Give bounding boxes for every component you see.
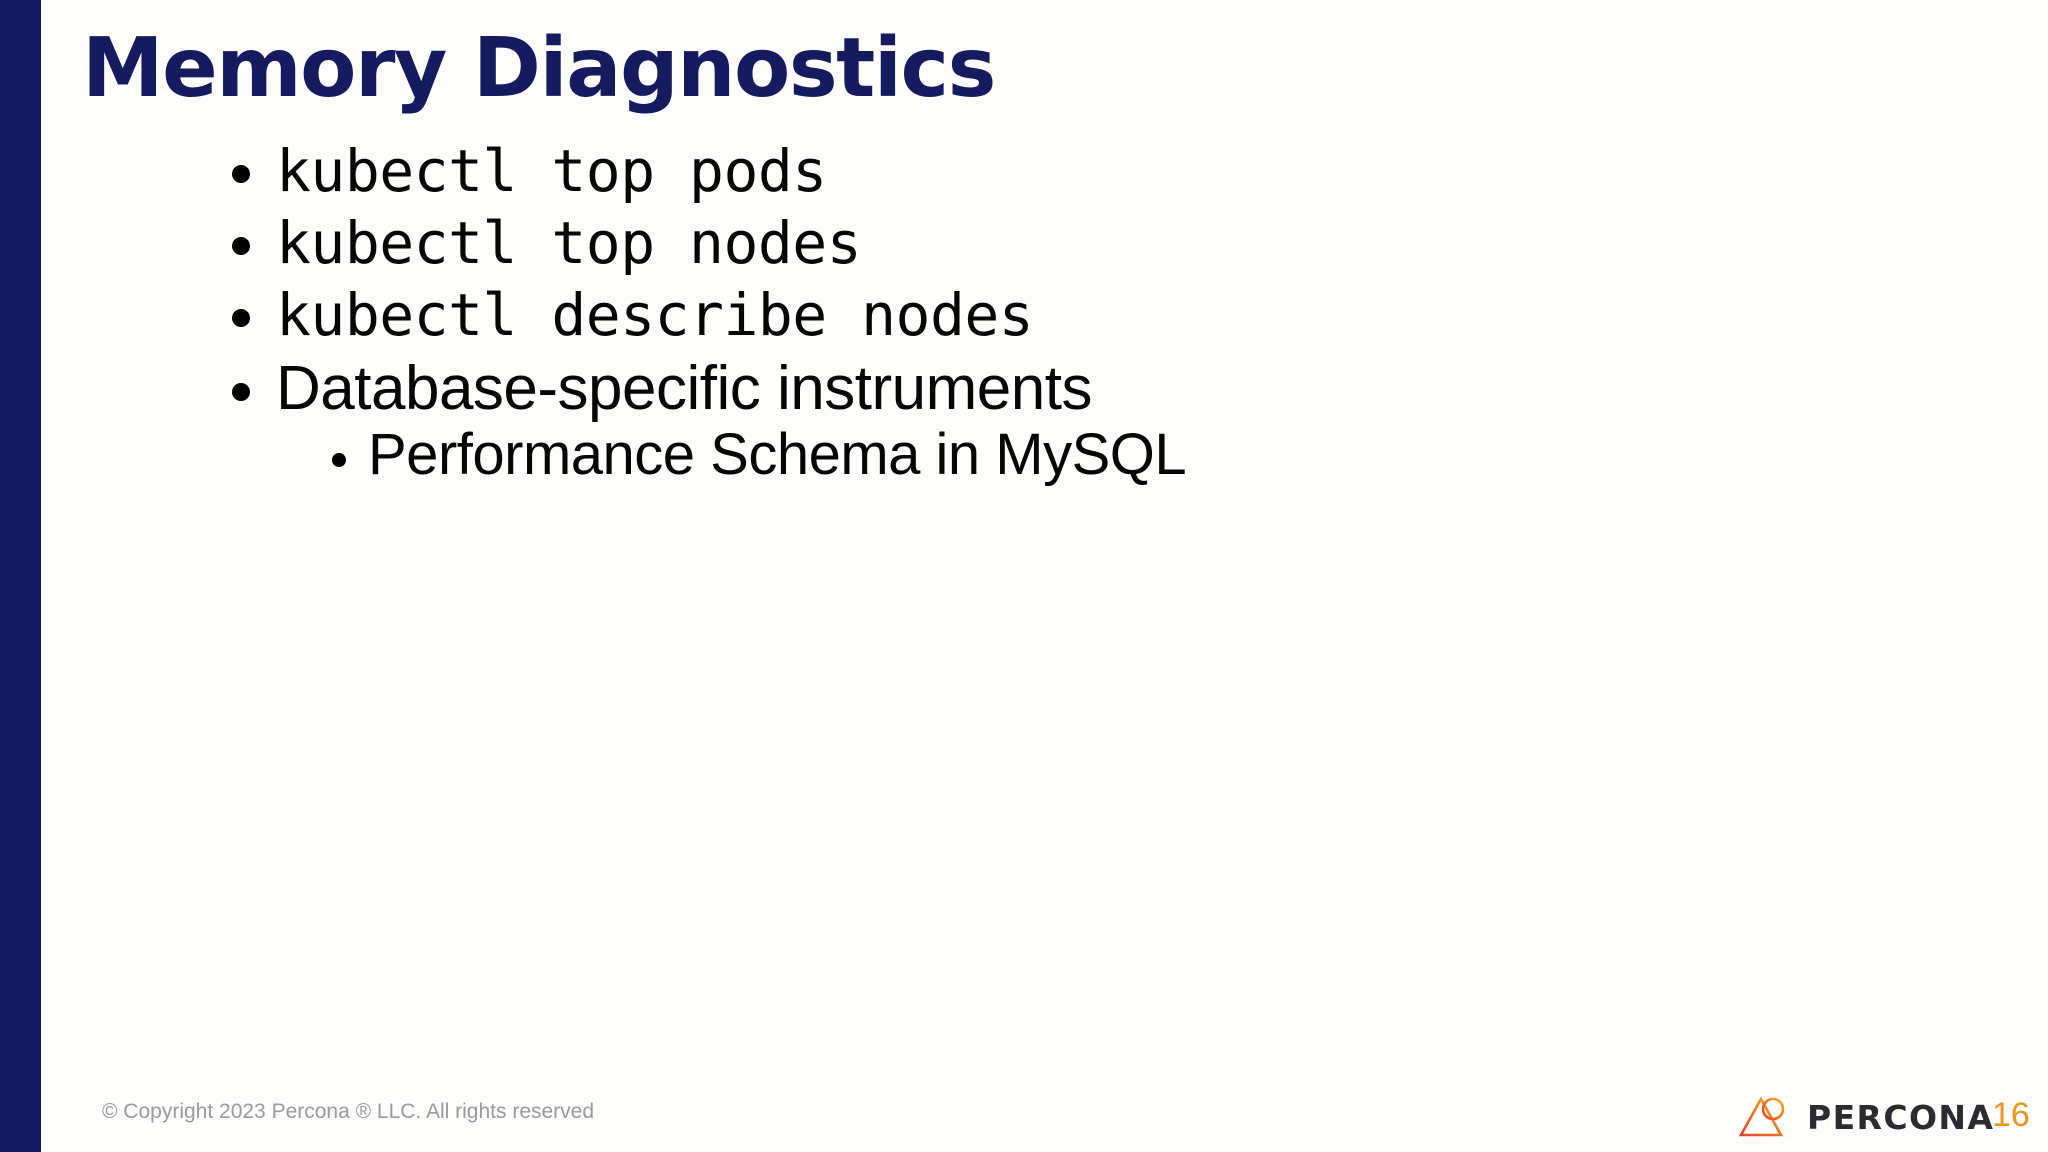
percona-logo: PERCONA [1739,1095,1994,1139]
percona-wordmark: PERCONA [1807,1097,1995,1137]
bullet-dot-icon [232,309,250,327]
list-item: Database-specific instruments [232,358,1932,426]
list-item-label: kubectl describe nodes [276,281,1034,349]
copyright-notice: © Copyright 2023 Percona ® LLC. All righ… [102,1100,595,1123]
slide-page-number: 16 [1992,1096,2030,1134]
list-item-label: Database-specific instruments [276,354,1092,423]
bullet-dot-icon [232,165,250,183]
page-title: Memory Diagnostics [82,21,996,116]
list-item: kubectl top pods [232,142,1932,214]
left-accent-bar [0,0,41,1152]
bullet-dot-icon [232,237,250,255]
list-item-label: kubectl top pods [276,137,827,205]
list-item: kubectl describe nodes [232,286,1932,358]
list-item: kubectl top nodes [232,214,1932,286]
bullet-list: kubectl top pods kubectl top nodes kubec… [232,142,1932,500]
list-item-label: kubectl top nodes [276,209,862,277]
percona-mark-icon [1739,1096,1785,1137]
sub-list-item: Performance Schema in MySQL [332,426,1932,500]
sub-list-item-label: Performance Schema in MySQL [368,422,1187,487]
bullet-dot-icon [332,453,346,467]
bullet-dot-icon [232,383,250,401]
